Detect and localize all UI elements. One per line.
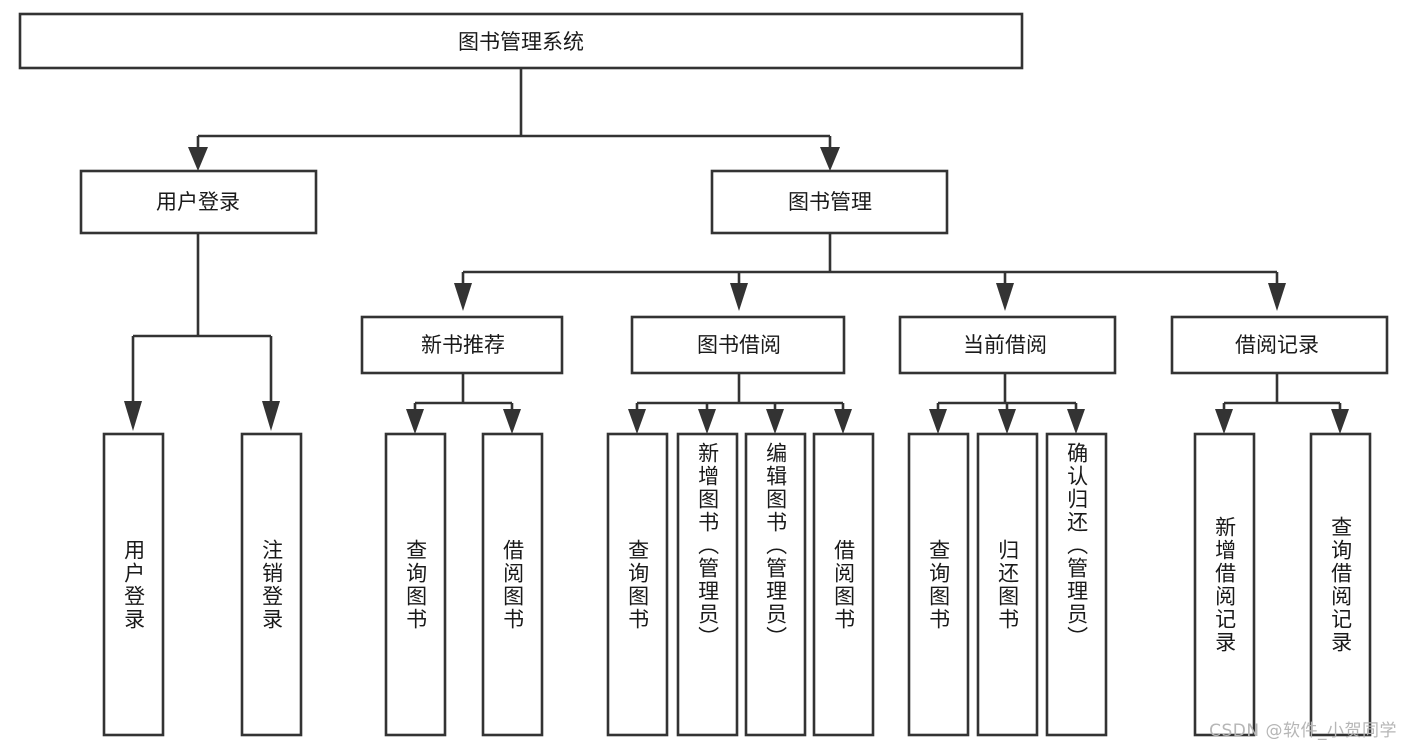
arrow-head-leaf-query-book-1 (406, 409, 424, 434)
node-leaf-query-book-2-box[interactable] (606, 432, 669, 737)
arrow-head-leaf-add-record (1215, 409, 1233, 434)
node-leaf-query-record-box[interactable] (1309, 432, 1372, 737)
csdn-watermark: CSDN @软件_小贺同学 (1209, 721, 1397, 741)
arrow-head-leaf-query-record (1331, 409, 1349, 434)
node-leaf-add-record-box[interactable] (1193, 432, 1256, 737)
arrow-head-new-book-rec (454, 283, 472, 311)
arrow-head-leaf-query-book-3 (929, 409, 947, 434)
node-current-borrow-box[interactable] (898, 315, 1117, 375)
arrow-head-book-manage (820, 147, 840, 171)
node-new-book-rec-label: 新书推荐 (421, 333, 505, 357)
node-leaf-return-book-box[interactable] (976, 432, 1039, 737)
arrow-head-leaf-borrow-book-1 (503, 409, 521, 434)
node-borrow-record-box[interactable] (1170, 315, 1389, 375)
node-current-borrow-label: 当前借阅 (963, 333, 1047, 357)
node-leaf-borrow-book-1-box[interactable] (481, 432, 544, 737)
node-leaf-borrow-book-2-box[interactable] (812, 432, 875, 737)
node-book-borrow-label: 图书借阅 (697, 333, 781, 357)
node-new-book-rec-box[interactable] (360, 315, 564, 375)
node-book-manage-box[interactable] (710, 169, 949, 235)
arrow-head-leaf-logout-login (262, 401, 280, 431)
node-layer: 图书管理系统 用户登录 图书管理 新书推荐 图书借阅 当前借阅 借阅记录 (18, 12, 1389, 737)
node-root-label: 图书管理系统 (458, 30, 584, 54)
arrow-head-leaf-borrow-book-2 (834, 409, 852, 434)
arrow-head-book-borrow (730, 283, 748, 311)
node-leaf-add-book-box[interactable] (676, 432, 739, 737)
node-root-box[interactable] (18, 12, 1024, 70)
node-leaf-confirm-return-box[interactable] (1045, 432, 1108, 737)
node-user-login-label: 用户登录 (156, 190, 240, 214)
connector-layer (124, 68, 1349, 434)
node-book-borrow-box[interactable] (630, 315, 846, 375)
node-user-login-box[interactable] (79, 169, 318, 235)
arrow-head-leaf-edit-book (766, 409, 784, 434)
arrow-head-leaf-user-login (124, 401, 142, 431)
node-borrow-record-label: 借阅记录 (1235, 333, 1319, 357)
node-leaf-edit-book-box[interactable] (744, 432, 807, 737)
node-leaf-query-book-3-box[interactable] (907, 432, 970, 737)
arrow-head-borrow-record (1268, 283, 1286, 311)
arrow-head-leaf-add-book (698, 409, 716, 434)
node-book-manage-label: 图书管理 (788, 190, 872, 214)
node-leaf-user-login-box[interactable] (102, 432, 165, 737)
arrow-head-leaf-confirm-return (1067, 409, 1085, 434)
arrow-head-current-borrow (996, 283, 1014, 311)
arrow-head-leaf-return-book (998, 409, 1016, 434)
arrow-head-leaf-query-book-2 (628, 409, 646, 434)
arrow-head-user-login (188, 147, 208, 171)
node-leaf-logout-login-box[interactable] (240, 432, 303, 737)
node-leaf-query-book-1-box[interactable] (384, 432, 447, 737)
